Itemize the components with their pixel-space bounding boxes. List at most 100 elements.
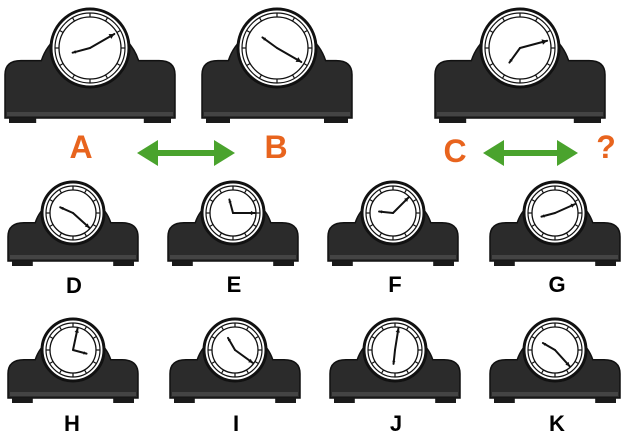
clock-foot-right: [275, 398, 296, 403]
clock-tick: [58, 189, 63, 194]
clock-tick: [371, 360, 376, 365]
option-clock-i: [169, 317, 301, 403]
clock-tick: [92, 198, 97, 203]
clock-tick: [565, 369, 570, 374]
clock-tick: [405, 326, 410, 331]
clock-tick: [104, 74, 109, 79]
clock-tick: [378, 232, 383, 237]
clock-tick: [412, 198, 417, 203]
hour-hand-tip: [379, 210, 383, 214]
option-clock-h: [7, 317, 139, 403]
clock-tick: [92, 360, 97, 365]
clock-tick: [534, 74, 539, 79]
clock-tick: [574, 223, 579, 228]
clock-tick: [58, 326, 63, 331]
clock-foot-left: [334, 398, 355, 403]
clock-foot-right: [273, 261, 294, 266]
question-clock-a: [4, 7, 176, 123]
hour-hand-tip: [541, 214, 545, 218]
clock-tick: [49, 223, 54, 228]
clock-foot-right: [595, 261, 616, 266]
option-label-h: H: [64, 411, 80, 436]
clock-tick: [243, 232, 248, 237]
option-clock-f: [327, 180, 459, 266]
hour-hand-tip: [392, 360, 396, 364]
clock-foot-right: [433, 261, 454, 266]
clock-base-line: [10, 255, 136, 259]
clock-tick: [369, 198, 374, 203]
clock-foot-left: [494, 261, 515, 266]
clock-tick: [71, 17, 76, 22]
option-clock-e: [167, 180, 299, 266]
clock-base-line: [170, 255, 296, 259]
clock-tick: [83, 189, 88, 194]
minute-hand-tip: [248, 358, 253, 363]
minute-hand-tip: [395, 328, 400, 333]
option-clock-k: [489, 317, 621, 403]
clock-tick: [58, 369, 63, 374]
clock-tick: [489, 29, 494, 34]
clock-foot-right: [113, 261, 134, 266]
clock-tick: [220, 369, 225, 374]
clock-tick: [246, 62, 251, 67]
clock-tick: [291, 74, 296, 79]
clock-foot-left: [206, 118, 230, 123]
clock-tick: [540, 189, 545, 194]
clock-tick: [211, 360, 216, 365]
minute-hand-tip: [570, 203, 575, 208]
clock-foot-left: [332, 261, 353, 266]
clock-tick: [71, 74, 76, 79]
label-b: B: [264, 129, 287, 165]
clock-base-line: [492, 255, 618, 259]
clock-tick: [380, 369, 385, 374]
clock-tick: [49, 335, 54, 340]
question-clock-c: [434, 7, 606, 123]
minute-hand-tip: [250, 210, 255, 216]
minute-hand-tip: [295, 57, 302, 63]
question-clock-b: [201, 7, 353, 123]
hour-hand-tip: [228, 337, 231, 342]
clock-tick: [303, 29, 308, 34]
option-label-d: D: [66, 273, 82, 298]
clock-tick: [546, 62, 551, 67]
clock-tick: [565, 232, 570, 237]
clock-tick: [104, 17, 109, 22]
clock-tick: [414, 335, 419, 340]
clock-tick: [58, 232, 63, 237]
clock-foot-left: [494, 398, 515, 403]
clock-tick: [371, 335, 376, 340]
clock-tick: [245, 326, 250, 331]
option-label-f: F: [388, 272, 401, 297]
hour-hand-tip: [509, 58, 513, 63]
clock-tick: [380, 326, 385, 331]
hour-hand-tip: [542, 343, 547, 346]
minute-hand-tip: [404, 197, 409, 202]
clock-tick: [565, 326, 570, 331]
clock-tick: [258, 74, 263, 79]
clock-tick: [243, 189, 248, 194]
clock-tick: [252, 223, 257, 228]
minute-hand-tip: [84, 223, 90, 228]
clock-tick: [245, 369, 250, 374]
clock-tick: [540, 232, 545, 237]
clock-tick: [49, 198, 54, 203]
label-c: C: [443, 133, 466, 169]
clock-tick: [378, 189, 383, 194]
clock-foot-left: [439, 118, 467, 123]
clock-tick: [414, 360, 419, 365]
clock-tick: [116, 29, 121, 34]
clock-tick: [531, 223, 536, 228]
clock-foot-right: [435, 398, 456, 403]
clock-tick: [540, 369, 545, 374]
double-arrow-ab: [137, 140, 235, 166]
option-label-j: J: [390, 411, 402, 436]
clock-tick: [501, 74, 506, 79]
clock-foot-left: [9, 118, 37, 123]
clock-tick: [531, 335, 536, 340]
hour-hand-tip: [72, 50, 77, 54]
minute-hand-tip: [74, 328, 79, 333]
clock-tick: [303, 62, 308, 67]
hour-hand-tip: [228, 199, 232, 203]
clock-foot-right: [573, 118, 601, 123]
clock-tick: [83, 232, 88, 237]
